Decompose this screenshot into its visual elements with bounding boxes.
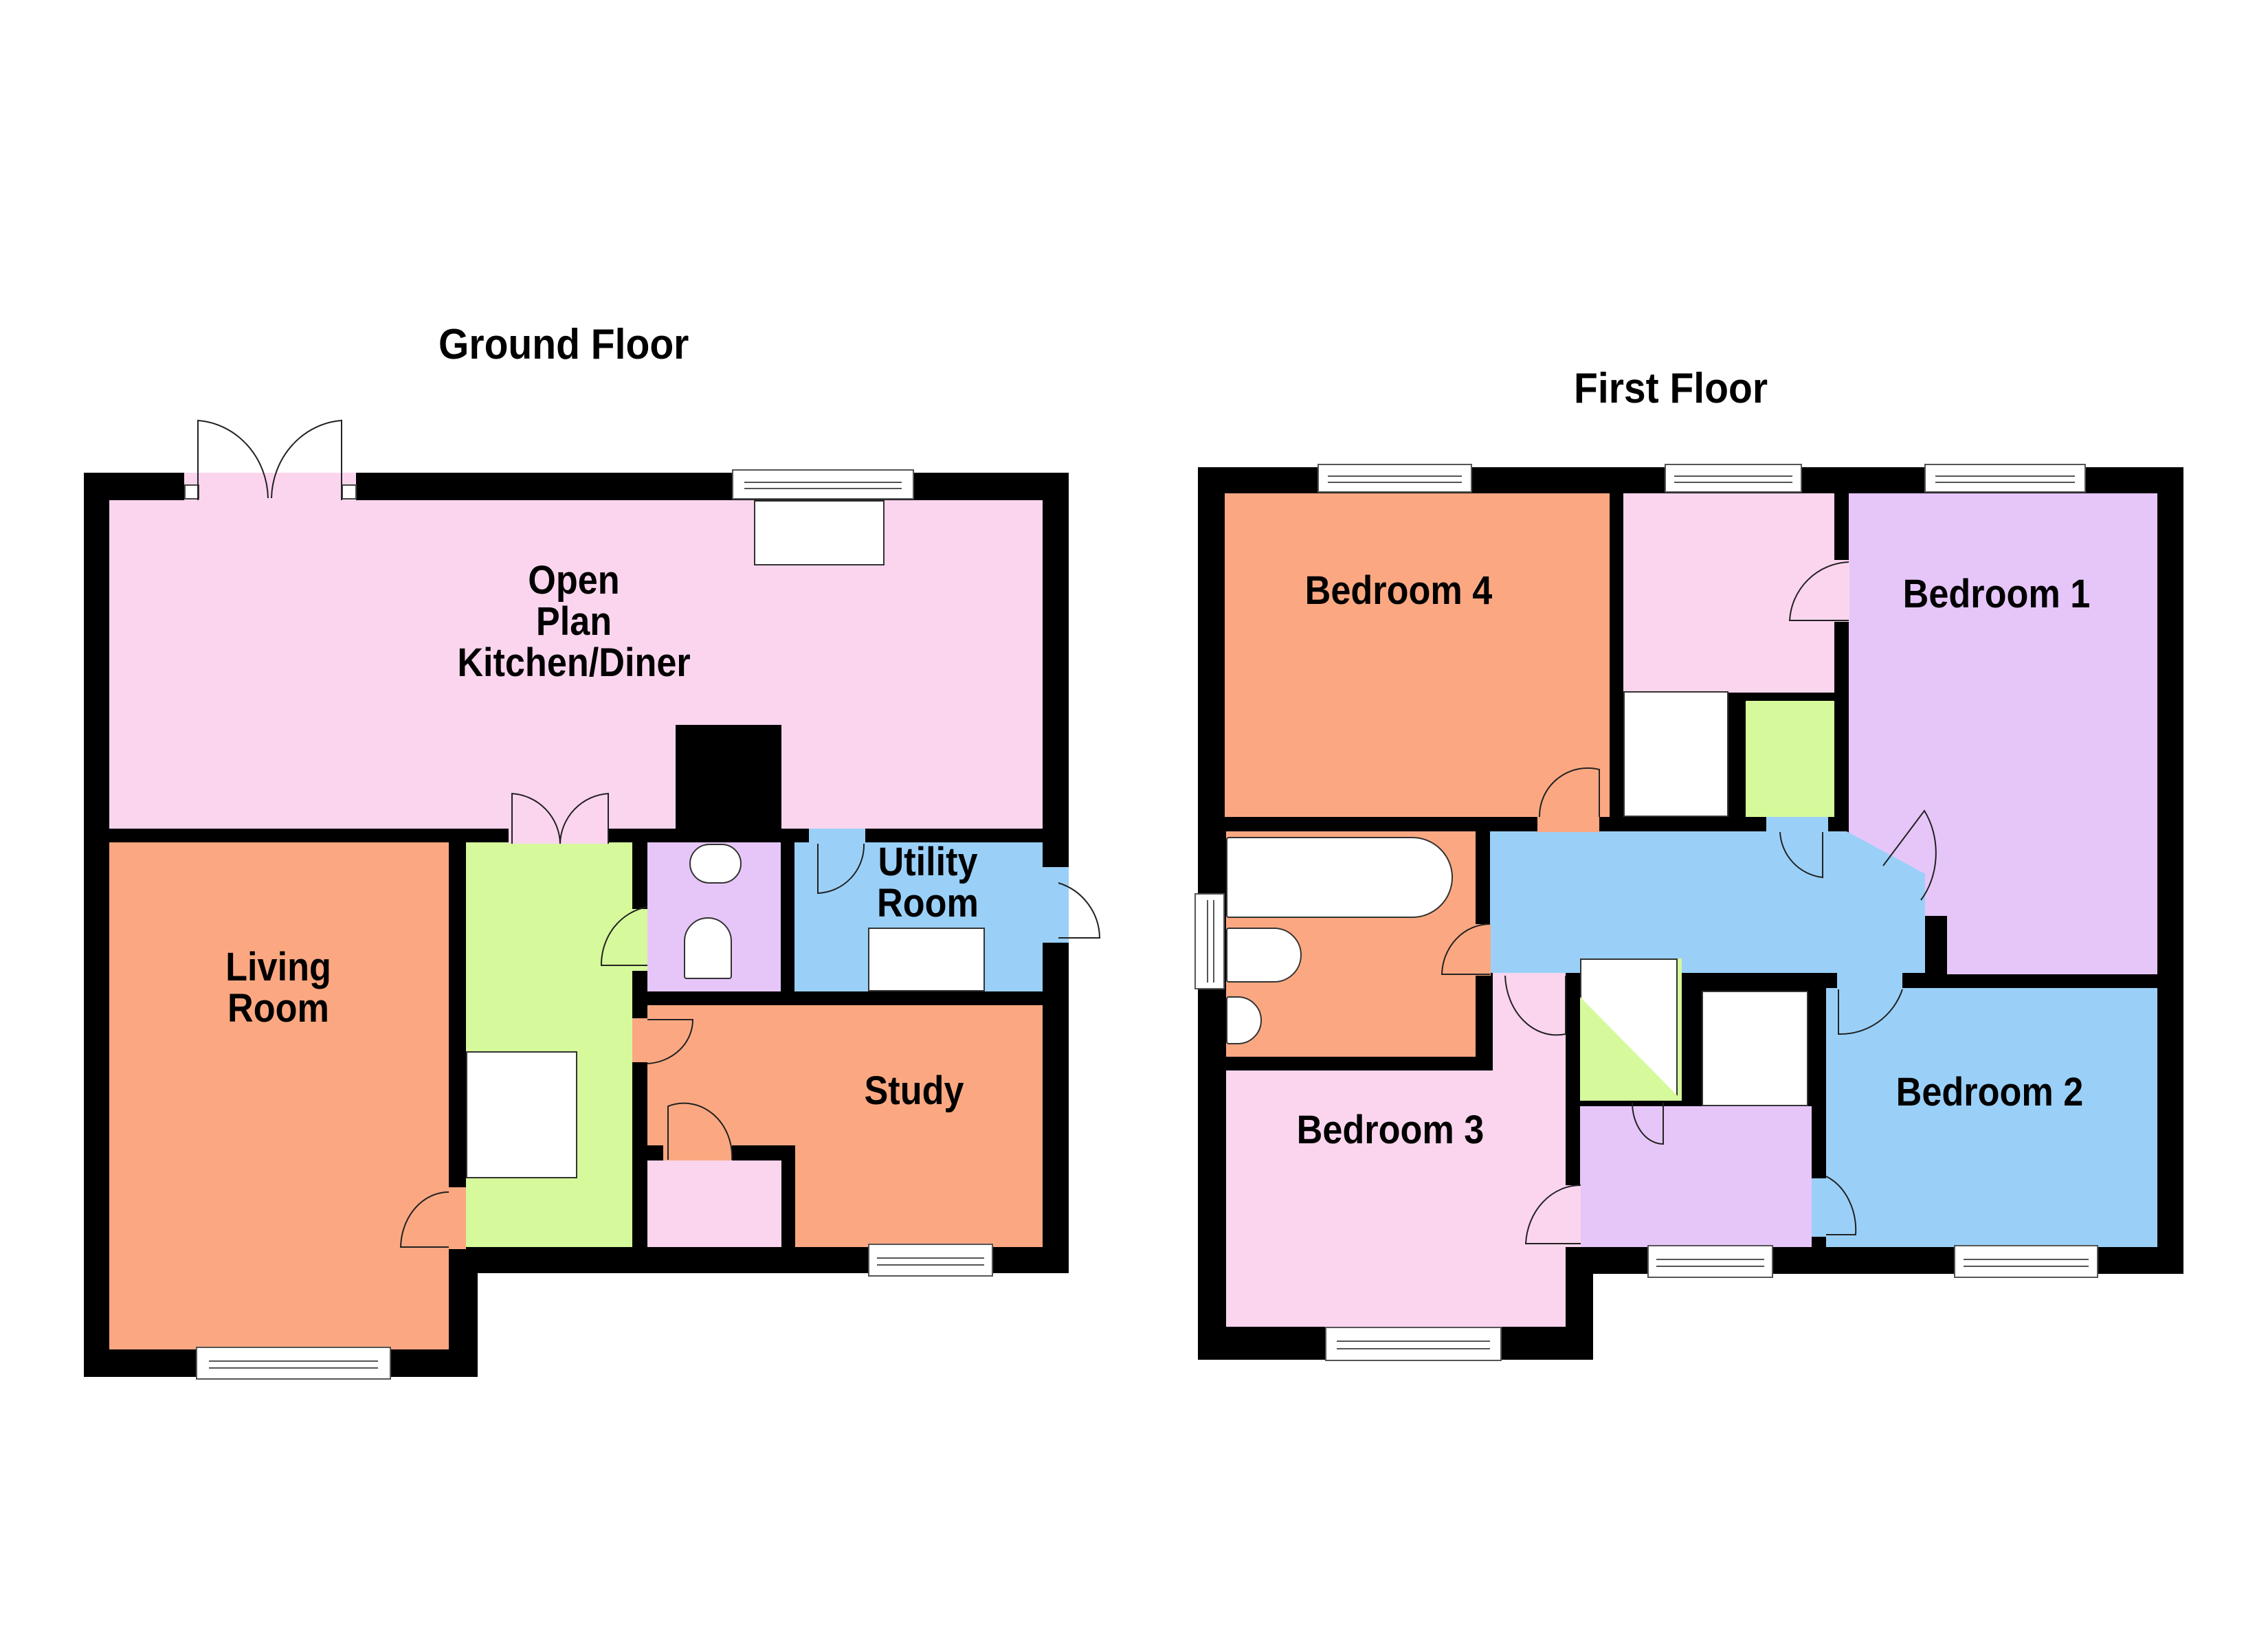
gf-exterior-notch [478, 1273, 1096, 1383]
wc-toilet [684, 917, 732, 979]
window-bathroom [1194, 893, 1225, 989]
room-landing [1490, 831, 1925, 973]
wc-door-opening [632, 909, 647, 971]
cupboard-door-opening [1766, 817, 1828, 832]
ground-floor-title: Ground Floor [438, 321, 689, 368]
window-bedroom-4 [1318, 464, 1472, 493]
window-kitchen [732, 469, 914, 500]
utility-sink-unit [868, 928, 985, 991]
room-hall [466, 842, 632, 1247]
room-shower-room [1623, 493, 1834, 693]
label-bedroom-2: Bedroom 2 [1895, 1070, 2084, 1114]
window-study [868, 1244, 993, 1277]
window-bedroom-3 [1325, 1327, 1502, 1361]
window-shower-room [1665, 464, 1802, 493]
room-bedroom-3 [1226, 1070, 1566, 1327]
room-cupboard [647, 1160, 781, 1247]
french-door-opening [184, 473, 356, 500]
label-living-room: Living Room [225, 945, 331, 1031]
stairs [466, 1051, 577, 1178]
label-bedroom-4: Bedroom 4 [1304, 568, 1493, 613]
label-kitchen-diner: Open Plan Kitchen/Diner [457, 558, 691, 685]
bathroom-toilet [1226, 928, 1302, 983]
chimney-breast [676, 725, 781, 842]
ensuite-shower-tray [1702, 991, 1808, 1106]
shower-tray [1623, 691, 1728, 817]
window-bedroom-1 [1924, 464, 2086, 493]
bathroom-door-opening [1476, 924, 1491, 976]
french-door-left-swing [197, 419, 269, 500]
window-ensuite [1647, 1245, 1773, 1278]
study-door-opening [632, 1018, 647, 1062]
label-study: Study [864, 1068, 964, 1113]
room-living [109, 842, 449, 1349]
bedroom-4-door-opening [1537, 817, 1599, 832]
ensuite-door-opening [1812, 1178, 1827, 1237]
room-kitchen-diner [109, 500, 1043, 829]
first-floor-title: First Floor [1574, 365, 1768, 412]
room-ensuite [1580, 1106, 1812, 1247]
shower-room-door-opening [1834, 560, 1849, 622]
room-airing-cupboard [1746, 701, 1834, 817]
wc-basin [689, 844, 742, 884]
kitchen-sink-unit [754, 500, 885, 565]
bedroom-3-recess [1493, 973, 1566, 1073]
utility-door-opening [809, 829, 865, 844]
cupboard-door-opening [663, 1145, 732, 1160]
label-bedroom-1: Bedroom 1 [1902, 572, 2091, 616]
bedroom-2-door-opening [1837, 973, 1902, 988]
room-bedroom-2 [1826, 988, 2157, 1247]
back-door-opening [1043, 867, 1069, 943]
label-utility-room: Utility Room [877, 840, 979, 926]
hall-door-opening [509, 829, 608, 844]
room-bedroom-1 [1849, 493, 2157, 916]
cupboard-wall-side [781, 1145, 795, 1247]
bath [1226, 837, 1453, 918]
bedroom-3-door-opening [1566, 1185, 1581, 1247]
window-bedroom-2 [1954, 1245, 2098, 1278]
window-living [196, 1347, 391, 1380]
living-door-opening [449, 1187, 466, 1249]
label-bedroom-3: Bedroom 3 [1296, 1108, 1485, 1152]
room-bedroom-4 [1225, 493, 1610, 817]
bedroom-1-wardrobe [1947, 916, 2157, 974]
